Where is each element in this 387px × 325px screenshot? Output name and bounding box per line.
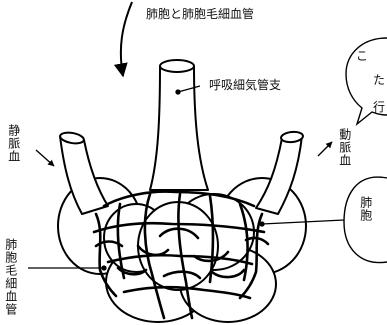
artery-arrow (317, 141, 333, 157)
artery-vessel (255, 135, 303, 215)
bronchiole-leader (177, 85, 201, 93)
alveolus-leader (261, 219, 345, 225)
artery-label: 動脈血 (337, 128, 352, 167)
capillary-label: 肺胞毛細血管 (3, 238, 18, 316)
vein-arrow (35, 149, 55, 167)
speech-bubble-text-3: 行 (373, 100, 386, 114)
label-connectors (28, 85, 345, 271)
vein-label: 静脈血 (6, 124, 21, 163)
vessels (59, 59, 304, 215)
speech-bubble-text-2: た (373, 73, 386, 87)
alveolus-label: 肺胞 (358, 196, 373, 222)
capillary-network (92, 190, 270, 320)
alveolus-label-bubble (343, 176, 387, 264)
vein-vessel (59, 135, 109, 215)
bronchiole-tube (149, 65, 209, 191)
bronchiole-label: 呼吸細気管支 (209, 78, 282, 92)
speech-bubble-text-1: こ (356, 49, 369, 63)
title-arrow (113, 1, 133, 78)
speech-bubble (345, 37, 387, 126)
diagram-title: 肺胞と肺胞毛細血管 (146, 7, 255, 21)
